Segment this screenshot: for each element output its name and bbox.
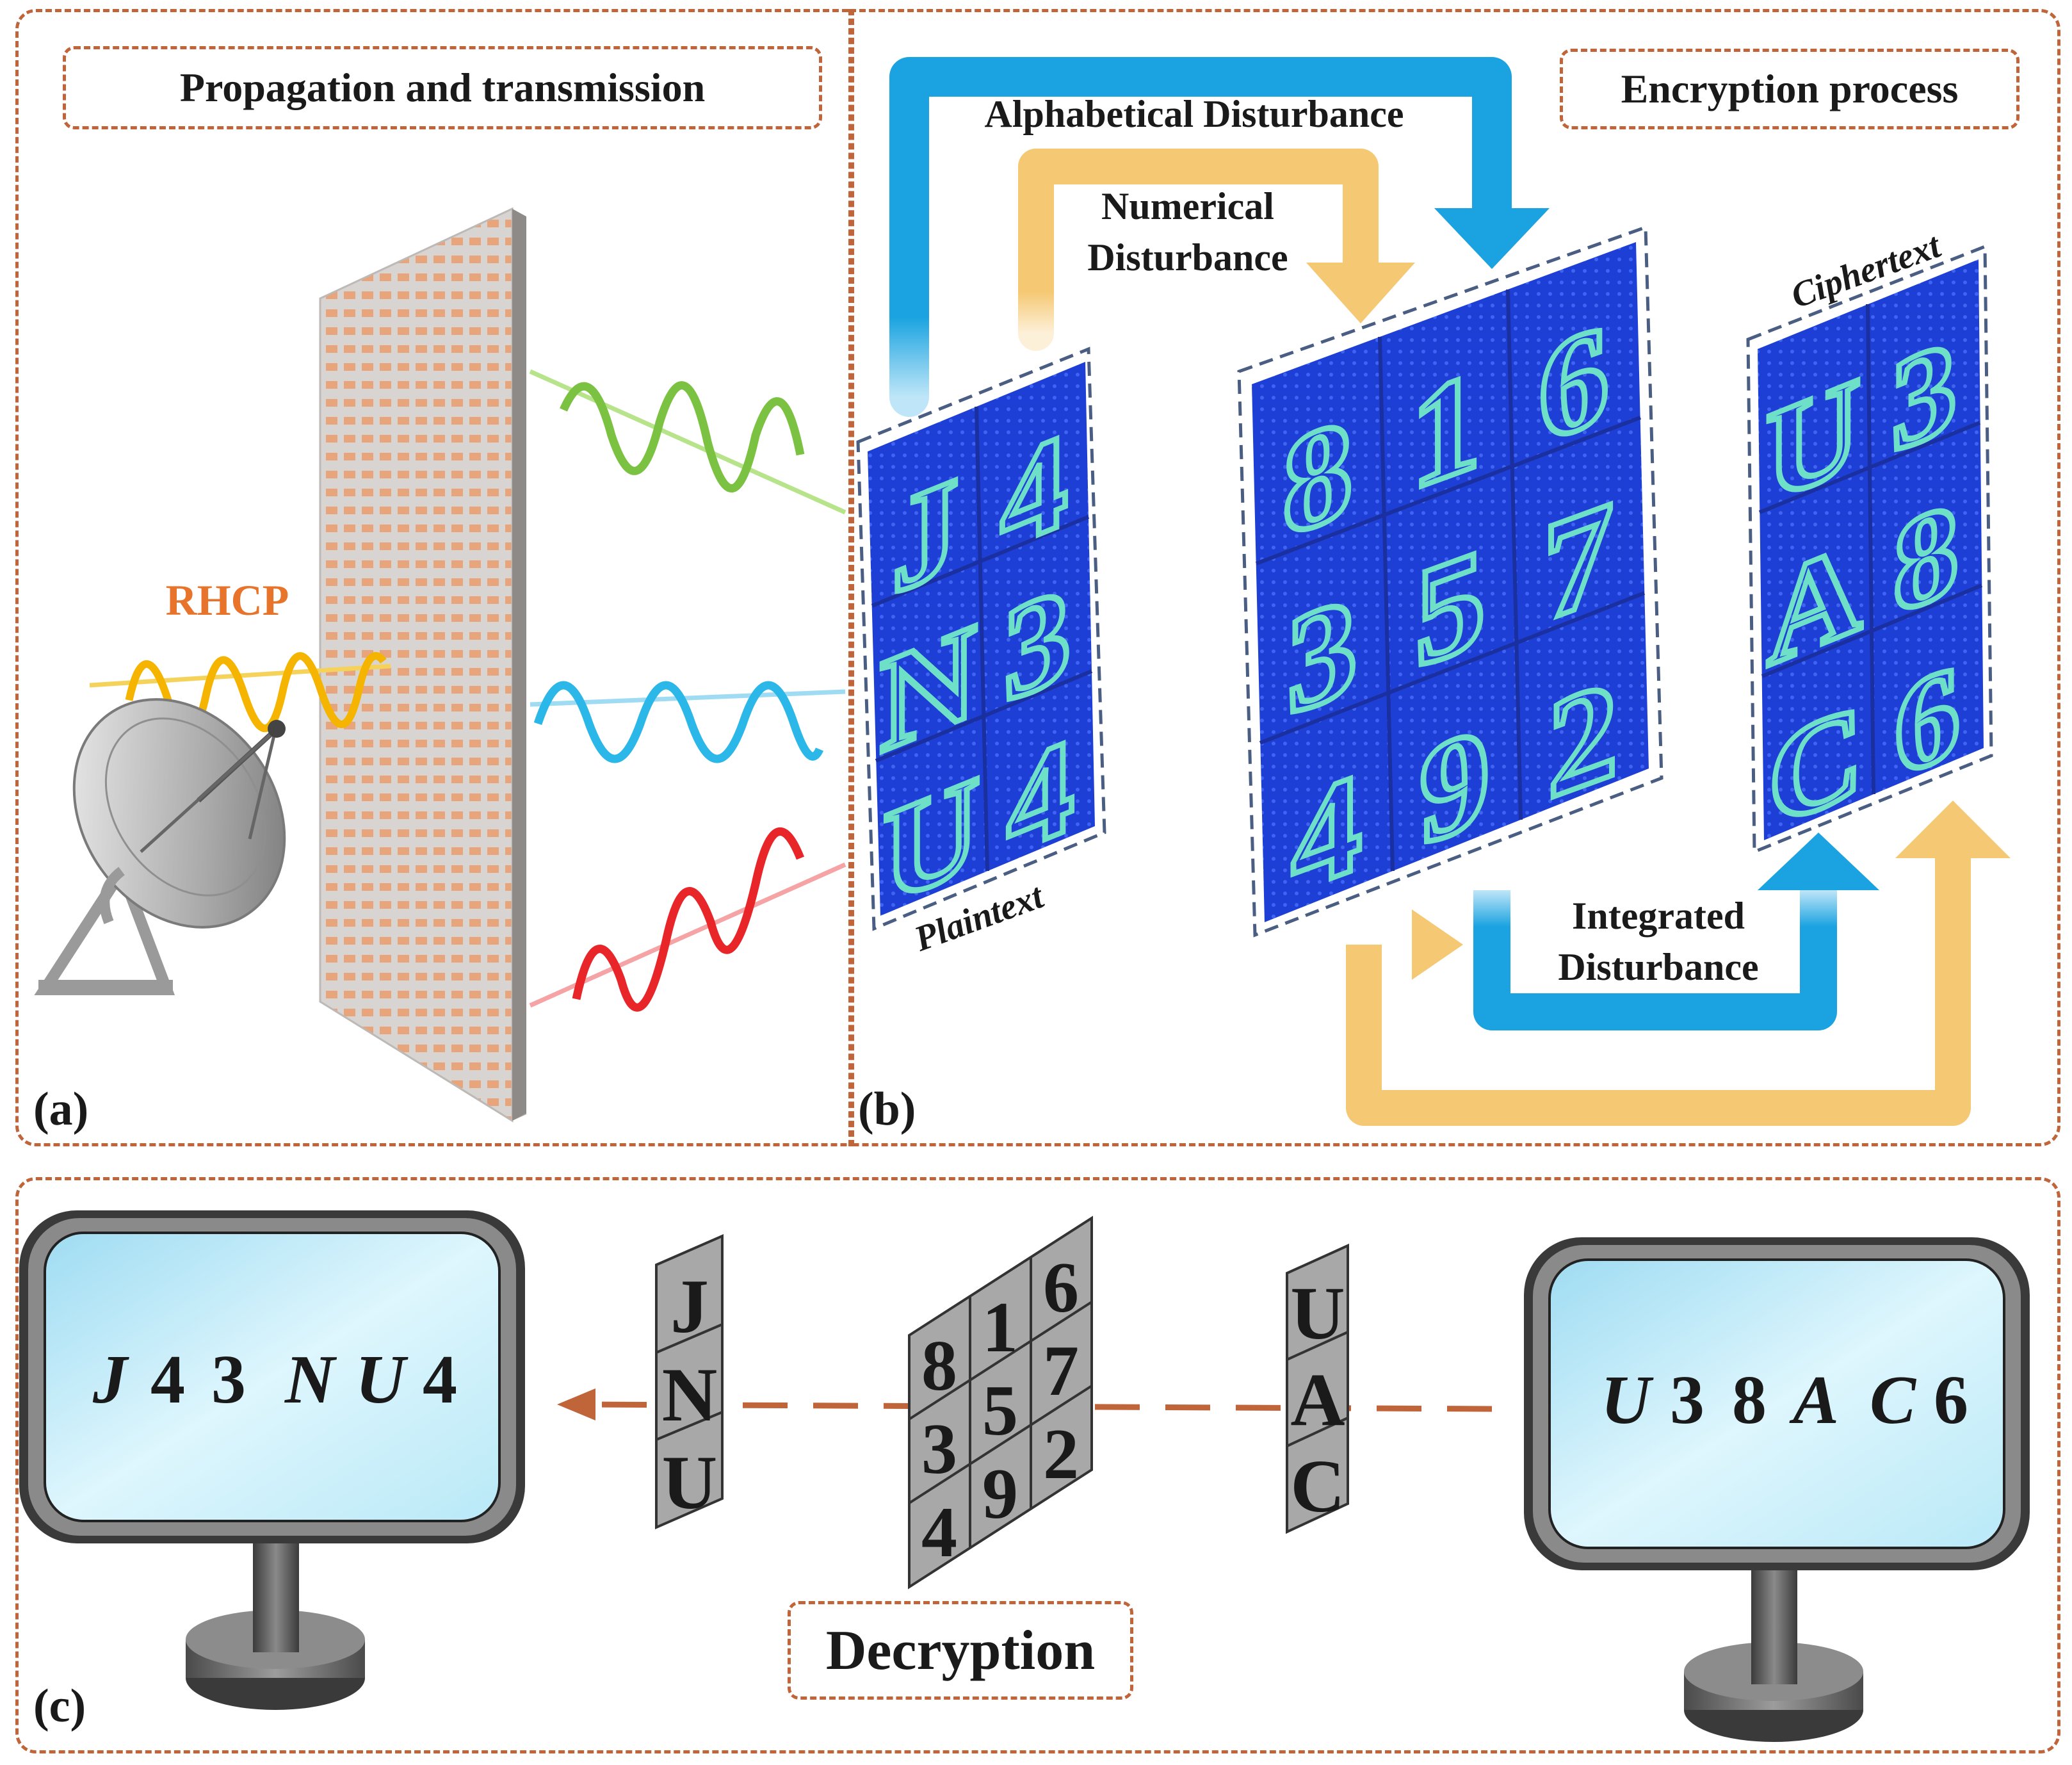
ciphertext-frame	[1746, 244, 1993, 854]
letters-column-left: J N U	[655, 1233, 724, 1530]
key-glyph: 3	[1287, 565, 1357, 746]
column-letter: A	[1290, 1358, 1345, 1442]
key-glyph: 6	[1539, 293, 1609, 475]
cipher-glyph: 6	[1895, 635, 1960, 806]
key-hologram	[1252, 242, 1649, 922]
screen-char: 8	[1732, 1362, 1767, 1438]
plaintext-glyph: 4	[1000, 403, 1067, 580]
panel-c-letter: (c)	[33, 1680, 86, 1732]
plaintext-glyph: 4	[1007, 708, 1074, 884]
integrated-label-1: Integrated	[1572, 895, 1745, 937]
column-letter: U	[1290, 1271, 1345, 1355]
key-digit: 3	[921, 1410, 957, 1489]
alphabetical-disturbance-arrow	[889, 57, 1550, 417]
numerical-label-1: Numerical	[1101, 185, 1274, 227]
key-digit: 6	[1043, 1248, 1079, 1328]
key-digit: 9	[982, 1454, 1018, 1534]
plaintext-glyph: J	[891, 447, 959, 623]
key-glyph: 2	[1548, 649, 1618, 830]
plaintext-frame	[856, 346, 1106, 931]
left-screen-text: J 4 3 N U 4	[92, 1342, 457, 1418]
decryption-label: Decryption	[788, 1601, 1133, 1700]
numerical-disturbance-arrow	[1018, 149, 1415, 351]
decryption-label-text: Decryption	[825, 1619, 1096, 1682]
ciphertext-grid-lines	[1758, 304, 1983, 795]
transmitted-wave-green	[529, 369, 846, 515]
plaintext-glyph: 3	[1003, 556, 1071, 732]
key-glyph: 8	[1283, 387, 1353, 568]
key-digit: 5	[982, 1371, 1018, 1451]
integrated-blue-arrow	[1473, 833, 1879, 1030]
alphabetical-label: Alphabetical Disturbance	[984, 93, 1404, 135]
key-frame	[1237, 225, 1663, 938]
integrated-label-2: Disturbance	[1558, 946, 1758, 988]
key-digit: 8	[921, 1326, 957, 1406]
numerical-label-2: Disturbance	[1087, 236, 1288, 279]
column-letter: N	[662, 1352, 718, 1437]
plaintext-grid-lines	[871, 406, 1093, 872]
panel-a-frame	[15, 9, 854, 1146]
key-grid-lines	[1255, 289, 1646, 872]
key-glyph: 9	[1420, 695, 1490, 876]
metasurface-panel	[319, 207, 526, 1123]
column-letter: C	[1290, 1444, 1345, 1528]
panel-a-title: Propagation and transmission	[63, 46, 822, 129]
transmitted-wave-red	[529, 827, 846, 1012]
screen-char: C	[1870, 1362, 1917, 1438]
panel-b-title: Encryption process	[1560, 49, 2019, 129]
panel-a-letter: (a)	[33, 1083, 89, 1135]
cipher-glyph: 3	[1891, 309, 1957, 481]
key-digit: 2	[1043, 1415, 1079, 1494]
transmitted-wave-blue	[530, 681, 846, 763]
panel-b-frame	[848, 9, 2060, 1146]
dish-antenna-icon	[34, 698, 286, 995]
key-glyph: 4	[1291, 742, 1362, 923]
screen-char: 4	[423, 1342, 457, 1418]
key-digit: 1	[982, 1288, 1018, 1367]
ciphertext-glyphs: U 3 A 8 C 6	[1763, 307, 1963, 861]
letters-column-right: U A C	[1286, 1243, 1349, 1534]
screen-char: J	[92, 1342, 129, 1418]
screen-char: 4	[150, 1342, 185, 1418]
screen-char: 3	[1670, 1362, 1704, 1438]
rhcp-label: RHCP	[166, 576, 289, 624]
key-grid-panel-c: 8 1 6 3 5 7 4 9 2	[908, 1216, 1093, 1590]
integrated-yellow-arrow	[1346, 801, 2011, 1126]
screen-char: U	[355, 1342, 409, 1418]
cipher-glyph: 8	[1893, 472, 1959, 644]
screen-char: A	[1789, 1362, 1839, 1438]
key-glyphs: 8 1 6 3 5 7 4 9 2	[1280, 290, 1621, 927]
right-screen-text: U 3 8 A C 6	[1601, 1362, 1968, 1438]
screen-char: 6	[1934, 1362, 1968, 1438]
column-letter: J	[670, 1264, 709, 1349]
right-monitor-icon	[1524, 1237, 2030, 1742]
panel-b-title-text: Encryption process	[1621, 66, 1959, 111]
key-digit: 4	[921, 1493, 957, 1572]
screen-char: U	[1601, 1362, 1654, 1438]
screen-char: 3	[211, 1342, 246, 1418]
left-monitor-icon	[19, 1210, 525, 1710]
key-glyph: 5	[1415, 517, 1485, 699]
screen-char: N	[284, 1342, 337, 1418]
panel-c-frame	[15, 1177, 2060, 1753]
key-glyph: 7	[1543, 471, 1614, 652]
panel-a-title-text: Propagation and transmission	[179, 65, 706, 110]
column-letter: U	[662, 1440, 718, 1525]
key-glyph: 1	[1411, 339, 1481, 521]
key-digit: 7	[1043, 1331, 1079, 1411]
panel-b-letter: (b)	[858, 1083, 916, 1135]
